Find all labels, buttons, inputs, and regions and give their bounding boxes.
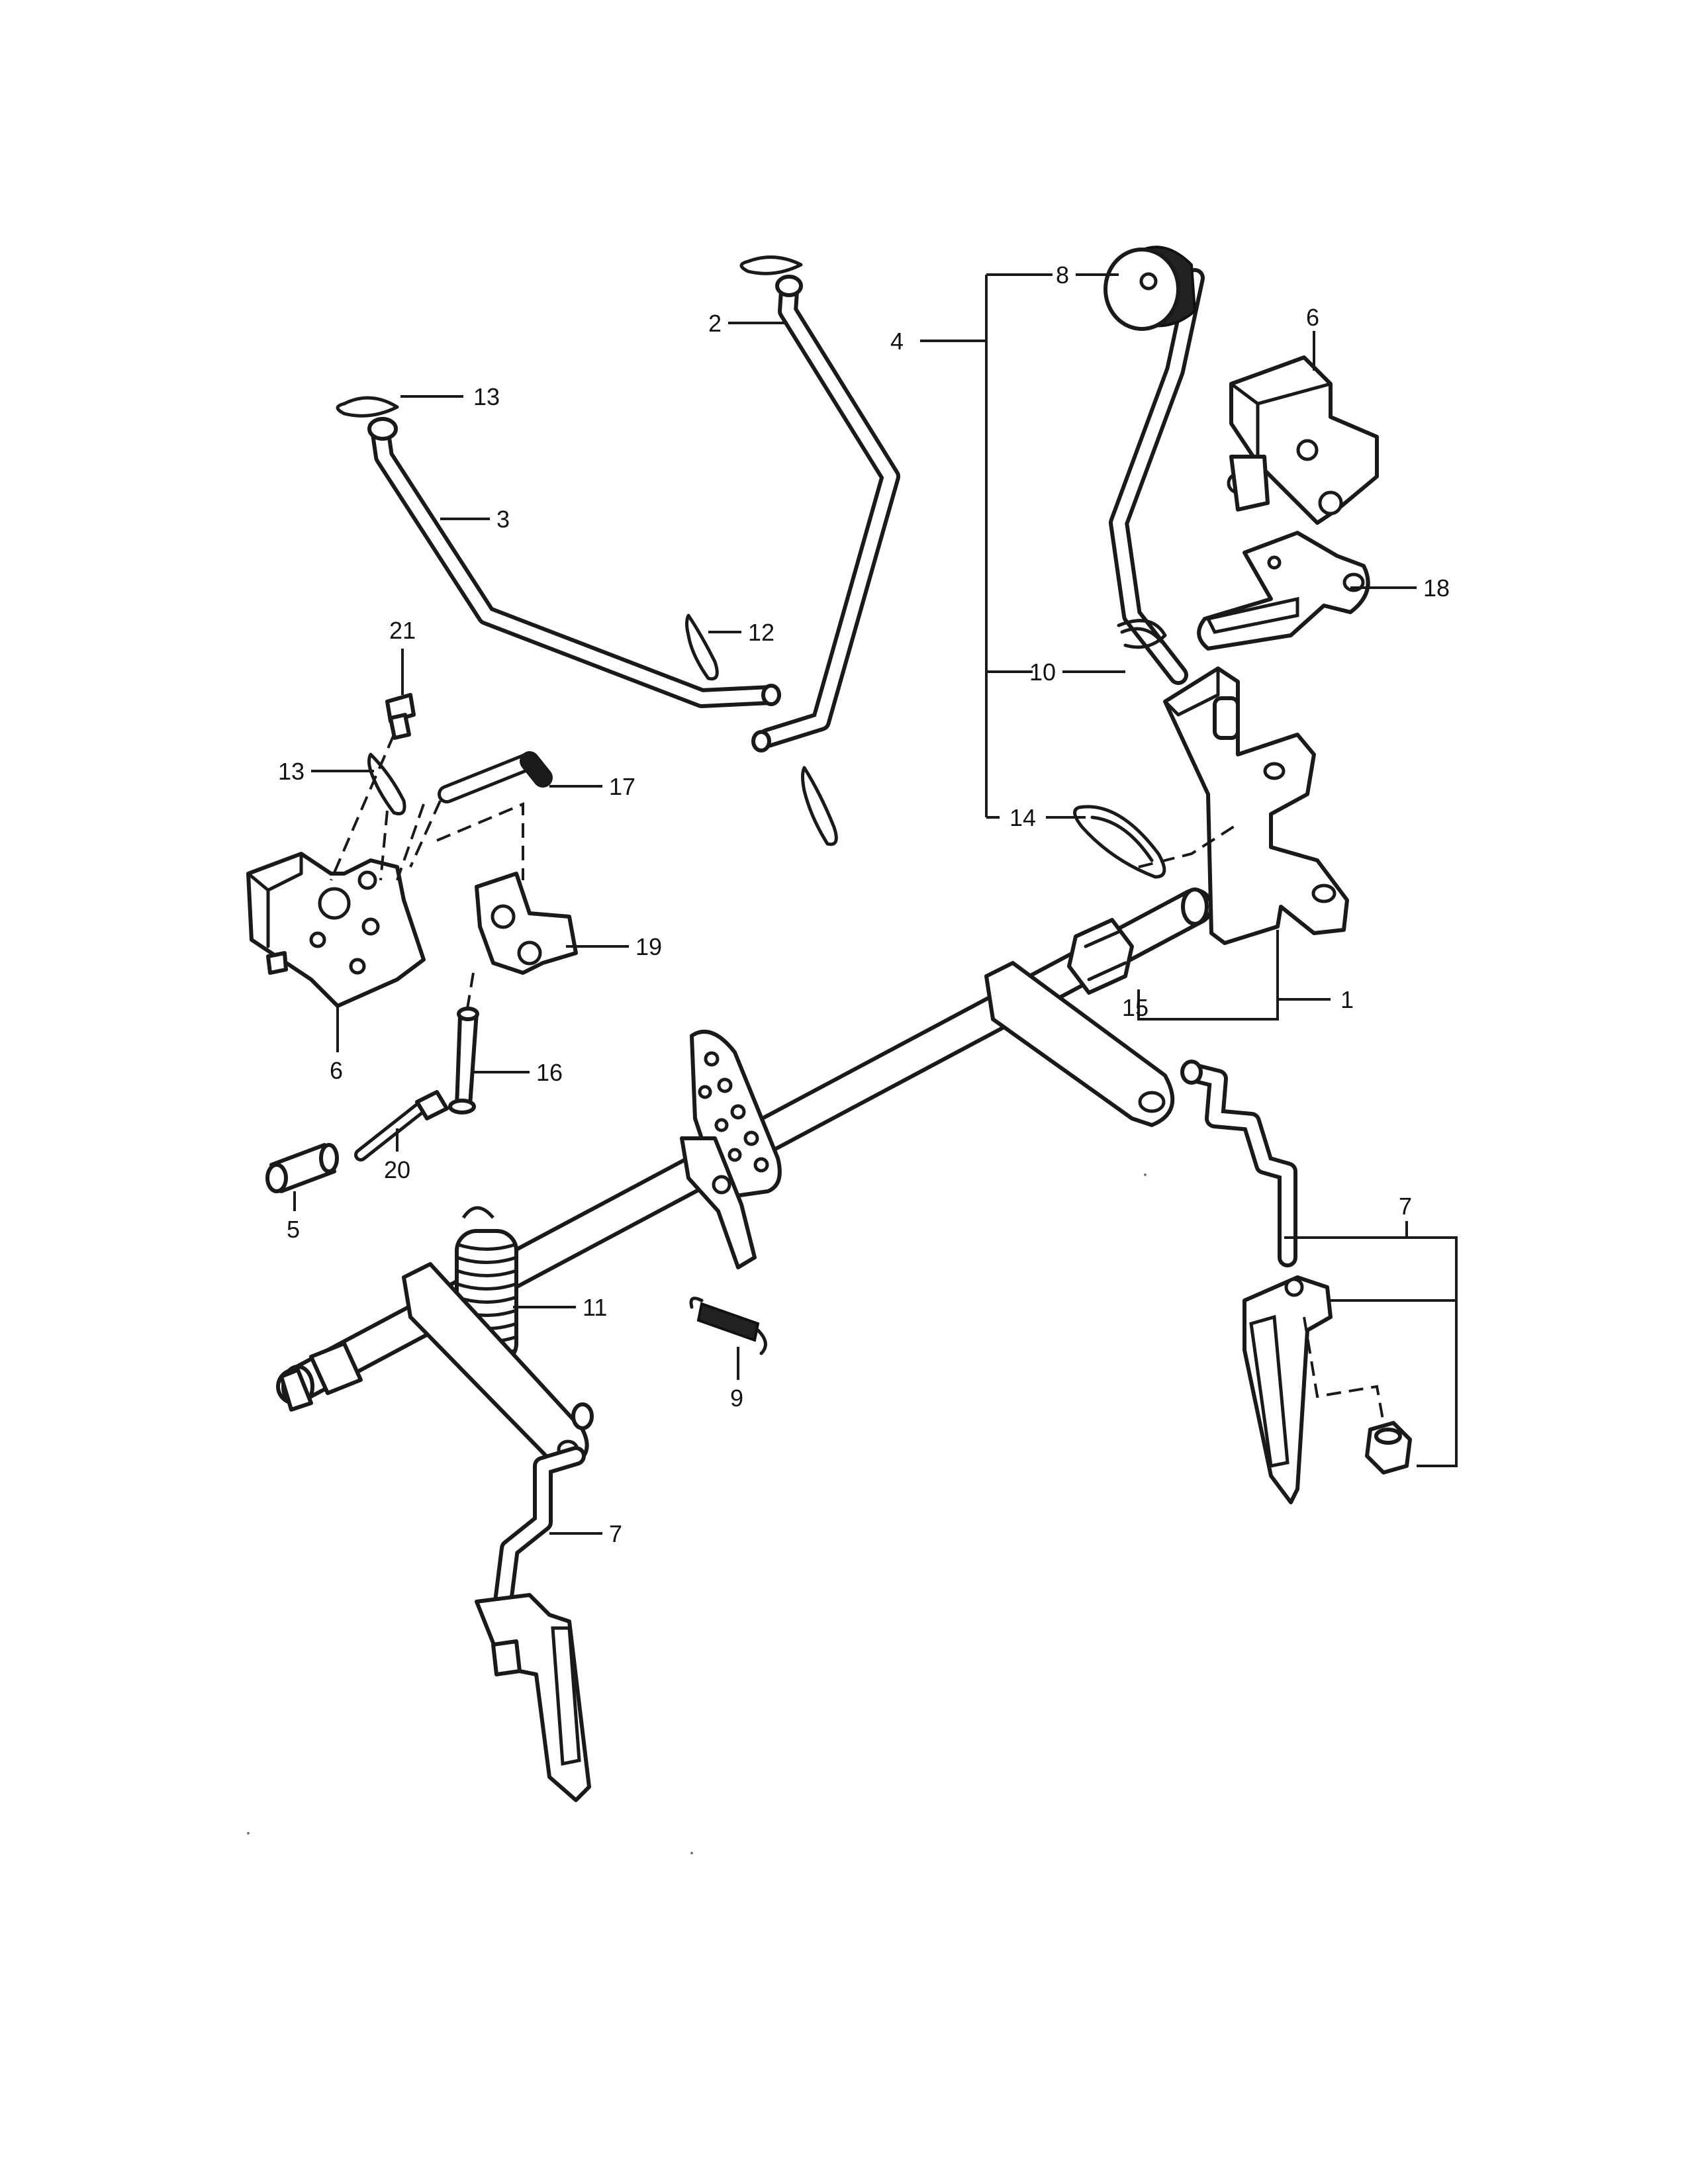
lift-rod-3 — [367, 417, 781, 708]
pin-17 — [438, 751, 553, 803]
callout-13-left: 13 — [278, 758, 305, 785]
leader-lines — [293, 273, 1458, 1535]
lever-18 — [1197, 531, 1370, 651]
callout-8: 8 — [1056, 261, 1069, 289]
hairpin-clip-13-top — [336, 396, 399, 418]
spring-9 — [689, 1297, 767, 1355]
callout-4: 4 — [890, 328, 904, 355]
lift-link-7-left — [475, 1402, 594, 1802]
callout-9: 9 — [730, 1385, 743, 1412]
callout-16: 16 — [536, 1059, 563, 1086]
bolt-21 — [385, 693, 416, 740]
hairpin-clip-12 — [685, 614, 719, 681]
callout-11: 11 — [583, 1294, 607, 1321]
callout-6-left: 6 — [330, 1057, 343, 1084]
hairpin-clip-13-left — [367, 752, 406, 815]
pivot-bracket-6-upper — [1227, 355, 1379, 525]
callout-18: 18 — [1423, 574, 1450, 602]
lift-handle-8 — [1103, 246, 1205, 685]
callout-1: 1 — [1340, 986, 1354, 1013]
callout-15: 15 — [1122, 994, 1149, 1021]
callout-13-top: 13 — [473, 383, 500, 410]
callout-19: 19 — [635, 933, 662, 960]
assembly-lines — [330, 734, 1385, 1424]
bolt-20 — [354, 1090, 449, 1161]
shaft-flange-disc — [680, 1029, 782, 1269]
lift-link-7-right — [1180, 1060, 1333, 1504]
callout-6-right: 6 — [1306, 304, 1319, 331]
clevis-pin-16 — [448, 1007, 479, 1115]
pivot-bracket-6-left — [246, 852, 426, 1008]
lift-rod-2 — [751, 275, 900, 752]
nut-15 — [1067, 918, 1134, 995]
callout-labels: 2 3 13 12 21 13 17 19 6 16 20 5 11 9 7 4… — [278, 261, 1450, 1547]
callout-17: 17 — [609, 773, 635, 800]
callout-7-right: 7 — [1399, 1193, 1412, 1220]
lever-19 — [475, 872, 578, 975]
callout-3: 3 — [496, 506, 510, 533]
callout-14: 14 — [1009, 804, 1036, 831]
hairpin-clip-rod2-lower — [801, 766, 838, 846]
hairpin-clip-top-2 — [739, 255, 803, 275]
lock-nut — [1365, 1421, 1412, 1475]
callout-12: 12 — [748, 619, 774, 646]
callout-2: 2 — [708, 310, 722, 337]
lift-bracket-1 — [1163, 666, 1349, 945]
callout-7-left: 7 — [609, 1520, 622, 1547]
callout-10: 10 — [1029, 659, 1056, 686]
callout-5: 5 — [287, 1216, 300, 1243]
shaft-arm-right — [984, 961, 1175, 1127]
callout-21: 21 — [389, 617, 416, 644]
hairpin-clip-14 — [1073, 805, 1166, 879]
spacer-5 — [265, 1143, 339, 1193]
callout-20: 20 — [384, 1156, 410, 1183]
